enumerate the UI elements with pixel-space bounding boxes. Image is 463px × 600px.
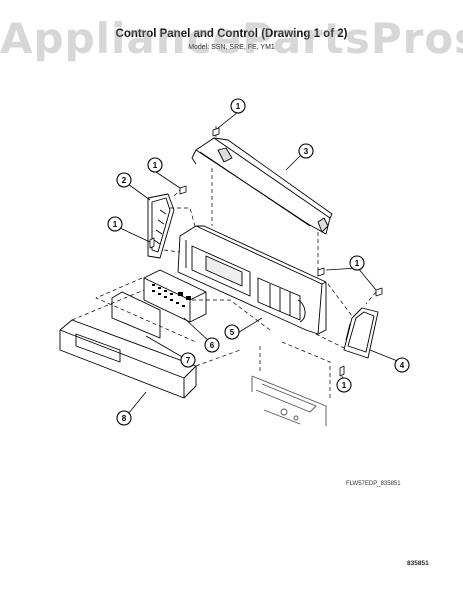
left-end-cap [147, 193, 175, 259]
svg-text:4: 4 [400, 361, 405, 370]
model-line: Model: SSN, SRE, FE, YM1 [188, 44, 275, 51]
leader-lines [119, 111, 401, 415]
callout-1-top-screw: 1 [230, 98, 246, 114]
svg-text:5: 5 [230, 328, 235, 337]
svg-text:7: 7 [186, 356, 191, 365]
figure-code: FLW57EDP_835851 [346, 481, 401, 487]
screws [149, 127, 383, 377]
svg-text:2: 2 [122, 176, 127, 185]
svg-text:1: 1 [153, 161, 158, 170]
top-trim-cover [191, 137, 333, 235]
svg-text:3: 3 [304, 147, 309, 156]
panel-overlay [111, 291, 161, 339]
page-code: 835851 [407, 560, 429, 567]
callout-1-left-lower-screw: 1 [107, 216, 123, 232]
callout-1-left-upper-screw: 1 [147, 157, 163, 173]
front-panel [59, 319, 197, 399]
callout-1-right-screws: 1 [349, 255, 365, 271]
svg-text:8: 8 [122, 414, 127, 423]
callout-7-overlay: 7 [180, 352, 196, 368]
svg-text:1: 1 [342, 381, 347, 390]
callout-1-right-lower-screw: 1 [336, 377, 352, 393]
right-end-cap [343, 307, 379, 359]
svg-text:1: 1 [113, 220, 118, 229]
callout-8-front-panel: 8 [116, 410, 132, 426]
callout-6-control-board: 6 [204, 337, 220, 353]
assembly-lines [71, 126, 377, 398]
svg-text:6: 6 [210, 341, 215, 350]
cabinet-top [251, 375, 327, 426]
control-board [143, 269, 207, 323]
svg-text:1: 1 [236, 102, 241, 111]
callout-5-control-panel: 5 [224, 324, 240, 340]
svg-text:1: 1 [355, 259, 360, 268]
callout-3-top-trim: 3 [298, 143, 314, 159]
callout-2-left-end-cap: 2 [116, 172, 132, 188]
control-panel-body [177, 225, 327, 335]
diagram-title: Control Panel and Control (Drawing 1 of … [115, 28, 348, 40]
callout-4-right-end-cap: 4 [394, 357, 410, 373]
